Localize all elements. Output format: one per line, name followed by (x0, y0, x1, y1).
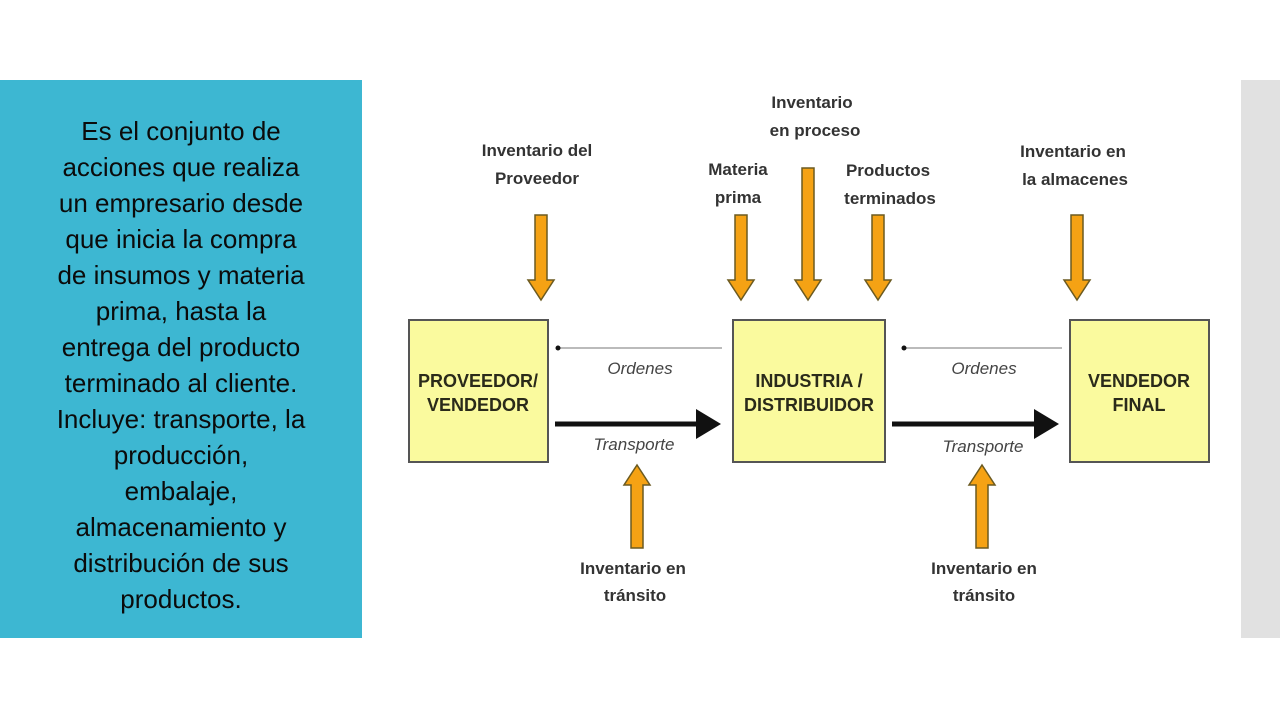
label-inv-proceso: Inventario (771, 93, 852, 112)
label-inv-transito: Inventario en (580, 559, 686, 578)
side-strip (1241, 80, 1280, 638)
label-inv-proveedor: Proveedor (495, 169, 579, 188)
text-line: acciones que realiza (62, 152, 300, 182)
label-inv-proveedor: Inventario del (482, 141, 593, 160)
label-inv-almacenes: la almacenes (1022, 170, 1128, 189)
label-prod-terminados: terminados (844, 189, 936, 208)
up-arrow-icon (967, 463, 997, 549)
box-label: VENDEDOR (1088, 371, 1190, 391)
description-text: Es el conjunto de acciones que realiza u… (0, 113, 362, 617)
up-arrow-icon (622, 463, 652, 549)
orders-label: Ordenes (607, 359, 673, 378)
orders-label: Ordenes (951, 359, 1017, 378)
label-inv-transito: tránsito (604, 586, 666, 605)
orders-dot (555, 345, 561, 351)
text-line: Incluye: transporte, la (56, 404, 306, 434)
box-label: DISTRIBUIDOR (744, 395, 874, 415)
text-line: prima, hasta la (95, 296, 267, 326)
text-line: un empresario desde (58, 188, 304, 218)
box-label: FINAL (1113, 395, 1166, 415)
label-inv-transito: tránsito (953, 586, 1015, 605)
text-line: productos. (120, 584, 242, 614)
box-vendedor-final (1069, 319, 1210, 463)
box-label: PROVEEDOR/ (418, 371, 538, 391)
text-line: que inicia la compra (65, 224, 297, 254)
text-line: distribución de sus (73, 548, 289, 578)
transport-label: Transporte (594, 435, 675, 454)
box-industria (732, 319, 886, 463)
text-line: de insumos y materia (57, 260, 305, 290)
label-inv-almacenes: Inventario en (1020, 142, 1126, 161)
down-arrow-icon (526, 214, 556, 302)
down-arrow-icon (793, 167, 823, 302)
text-line: terminado al cliente. (64, 368, 298, 398)
label-materia-prima: Materia (708, 160, 768, 179)
label-materia-prima: prima (715, 188, 762, 207)
label-inv-transito: Inventario en (931, 559, 1037, 578)
box-label: INDUSTRIA / (755, 371, 862, 391)
label-prod-terminados: Productos (846, 161, 930, 180)
text-line: almacenamiento y (75, 512, 287, 542)
description-panel: Es el conjunto de acciones que realiza u… (0, 80, 362, 638)
text-line: producción, (113, 440, 249, 470)
down-arrow-icon (863, 214, 893, 302)
text-line: entrega del producto (61, 332, 301, 362)
transport-label: Transporte (943, 437, 1024, 456)
label-inv-proceso: en proceso (770, 121, 861, 140)
box-label: VENDEDOR (427, 395, 529, 415)
down-arrow-icon (726, 214, 756, 302)
box-proveedor (408, 319, 549, 463)
text-line: Es el conjunto de (81, 116, 281, 146)
text-line: embalaje, (124, 476, 238, 506)
down-arrow-icon (1062, 214, 1092, 302)
orders-dot (901, 345, 907, 351)
